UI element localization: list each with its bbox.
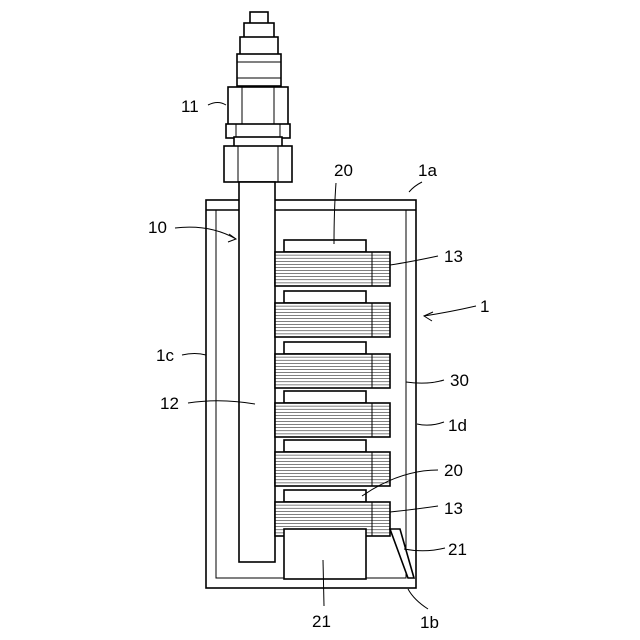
label-1: 1	[480, 297, 489, 316]
laminated-stack	[275, 452, 390, 486]
leader-1	[424, 306, 476, 316]
label-20-bottom: 20	[444, 461, 463, 480]
leader-1-arrowhead	[424, 312, 433, 321]
spacer	[284, 240, 366, 252]
fitting-nut-middle	[240, 37, 278, 55]
spacer	[284, 391, 366, 403]
fitting-nut-upper	[244, 23, 274, 38]
rod	[239, 182, 275, 562]
leader-13-top	[390, 256, 438, 265]
leader-30	[406, 380, 444, 383]
label-1a: 1a	[418, 161, 437, 180]
label-11: 11	[181, 97, 199, 116]
label-1c: 1c	[156, 346, 174, 365]
laminated-stack	[275, 303, 390, 337]
supports	[284, 529, 414, 579]
label-1b: 1b	[420, 613, 439, 632]
laminated-stack	[275, 252, 390, 286]
laminated-stack	[275, 354, 390, 388]
spacer	[284, 342, 366, 354]
leader-20-top	[334, 183, 336, 244]
leader-1d	[417, 422, 444, 425]
fitting-nut-lower	[237, 54, 281, 86]
support-block	[284, 529, 366, 579]
leader-1b	[408, 589, 428, 609]
label-10: 10	[148, 218, 167, 237]
fitting-base-nut	[224, 146, 292, 182]
leader-13-bottom	[390, 506, 438, 512]
spacer	[284, 291, 366, 303]
leader-21-right	[404, 548, 445, 551]
leader-1c	[182, 354, 206, 356]
leader-1a	[409, 182, 422, 192]
spacer	[284, 490, 366, 502]
label-21-bottom: 21	[312, 612, 331, 631]
label-13-bottom: 13	[444, 499, 463, 518]
fitting-hex-body	[228, 87, 288, 125]
leader-11	[208, 103, 226, 106]
label-12: 12	[160, 394, 179, 413]
fitting-assembly	[224, 12, 292, 182]
label-20-top: 20	[334, 161, 353, 180]
laminated-stack	[275, 403, 390, 437]
label-13-top: 13	[444, 247, 463, 266]
support-wedge	[390, 529, 414, 578]
label-21-right: 21	[448, 540, 467, 559]
label-1d: 1d	[448, 416, 467, 435]
label-30: 30	[450, 371, 469, 390]
spacer	[284, 440, 366, 452]
